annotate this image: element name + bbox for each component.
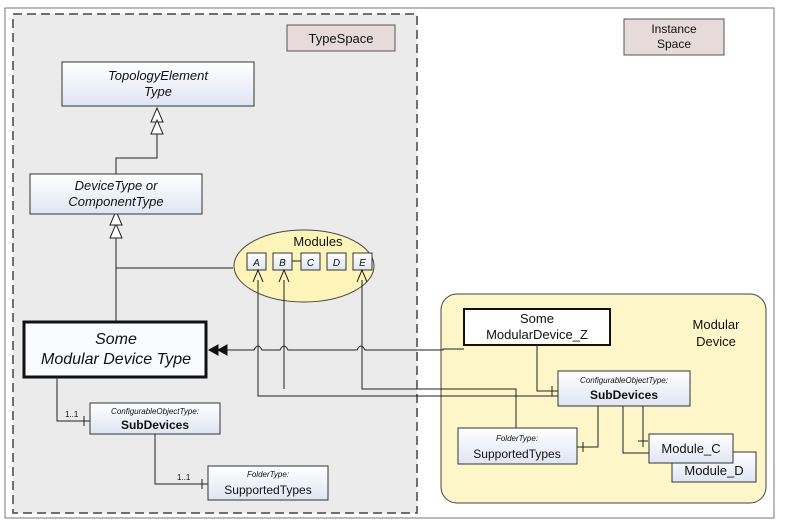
module-b-label: B [279,258,286,269]
module-c: C [300,252,321,271]
type-supported-types-name: SupportedTypes [224,483,311,497]
instance-module-d-label: Module_D [684,463,743,478]
instance-module-c-box [648,433,734,464]
inherit-arrow-topology-2 [150,118,164,135]
type-supported-types-stereotype: FolderType: [247,470,289,479]
typespace-label: TypeSpace [308,31,373,46]
modular-device-label-line1: Modular [693,317,741,332]
instance-device-z-line2: ModularDevice_Z [486,327,588,342]
instance-supported-types-stereotype: FolderType: [496,434,538,443]
modular-device-label-line2: Device [696,334,736,349]
link-supported-arrow [356,268,368,283]
multiplicity-subdevices: 1..1 [65,410,79,419]
inherit-device-topology [115,122,158,175]
link-supported-to-e [361,280,517,428]
instance-supported-types-box [457,427,578,465]
module-d-label: D [333,258,340,269]
instance-space-label-line2: Space [657,37,691,51]
some-modular-device-type-line1: Some [95,331,137,348]
link-subdevices-supported-instance [577,406,599,448]
some-modular-device-type-line2: Modular Device Type [41,351,191,368]
link-subdevices-supported [154,434,208,485]
instance-module-c-label: Module_C [661,441,720,456]
instance-space-label-line1: Instance [651,22,697,36]
instance-subdevices-box [557,370,691,407]
inherit-arrow-device-2 [109,209,123,226]
topology-element-type-line1: TopologyElement [108,68,209,83]
instance-subdevices-stereotype: ConfigurableObjectType: [580,376,668,385]
link-device-z-subdevices [536,345,558,392]
type-subdevices-box [89,402,221,435]
device-type-line2: ComponentType [68,194,163,209]
link-module-c-arrow [252,268,264,283]
link-some-subdevices [56,377,90,422]
some-modular-device-type-box [22,320,208,379]
type-supported-types-box [207,465,329,501]
module-d: D [326,252,347,271]
instance-supported-types-name: SupportedTypes [473,447,560,461]
module-a: A [246,252,267,271]
instance-space-label-box [623,18,725,56]
typespace-label-box [286,24,396,52]
module-a-label: A [252,258,260,269]
topology-element-type-box [61,61,255,107]
link-device-z-arrow-2 [216,344,228,356]
instance-subdevices-name: SubDevices [590,388,658,402]
multiplicity-supported: 1..1 [177,473,191,482]
module-e: E [352,252,373,271]
type-subdevices-stereotype: ConfigurableObjectType: [111,407,199,416]
inherit-arrow-device [109,222,123,239]
device-type-line1: DeviceType or [75,178,159,193]
topology-element-type-line2: Type [144,84,172,99]
modules-label: Modules [293,234,343,249]
module-b: B [272,252,293,271]
module-e-label: E [359,258,366,269]
type-subdevices-name: SubDevices [121,418,189,432]
instance-device-z-line1: Some [520,311,554,326]
device-type-box [29,173,203,215]
link-module-d-arrow [278,268,290,283]
module-c-label: C [307,258,315,269]
